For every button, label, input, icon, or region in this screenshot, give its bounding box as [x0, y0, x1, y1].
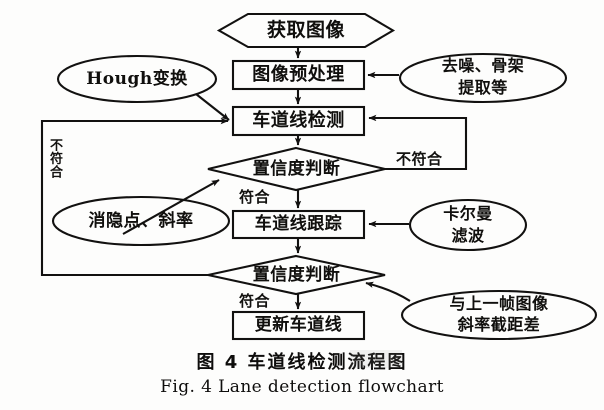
- node-update-lane-shape: [231, 310, 366, 341]
- edge-label-not-match-right: 不符合: [396, 150, 443, 168]
- node-denoise-skeleton-shape: [398, 52, 568, 104]
- node-lane-detect-shape: [231, 105, 366, 137]
- node-prev-frame-diff-shape: [400, 289, 598, 341]
- edge-vanishing-to-judge1: [122, 179, 220, 235]
- node-vanishing-point-slope-shape: [51, 195, 231, 247]
- figure-caption-chinese: 图 4 车道线检测流程图: [196, 352, 408, 373]
- node-confidence-judge-2-shape: [207, 254, 386, 296]
- edge-label-match-upper: 符合: [239, 188, 271, 206]
- node-confidence-judge-1-shape: [207, 146, 386, 192]
- edge-judge2-notmatch-to-detect: [40, 117, 229, 277]
- edge-hough-to-detect: [195, 93, 230, 121]
- figure-caption-english: Fig. 4 Lane detection flowchart: [160, 377, 444, 397]
- node-kalman-filter-shape: [408, 198, 528, 252]
- edge-label-not-match-left: 不符合: [47, 138, 62, 179]
- edge-judge1-notmatch-to-detect: [368, 114, 468, 171]
- node-acquire-image-shape: [216, 12, 396, 49]
- node-lane-track-shape: [231, 209, 366, 240]
- node-image-preprocess-shape: [231, 59, 366, 91]
- edge-label-match-lower: 符合: [239, 292, 271, 310]
- edge-prevframe-to-judge2: [365, 281, 411, 302]
- node-hough-transform-shape: [56, 54, 218, 104]
